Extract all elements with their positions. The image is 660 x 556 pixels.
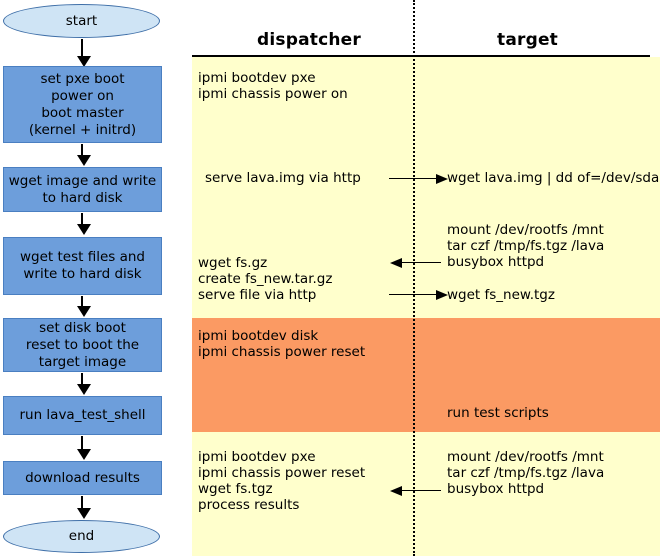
dispatcher-text-collect-rootfs: wget fs.gz create fs_new.tar.gz serve fi…	[198, 255, 333, 303]
target-text-run-tests: run test scripts	[447, 405, 549, 421]
column-header-target: target	[497, 30, 559, 50]
flow-connector-set-pxe-boot-to-wget-image	[76, 144, 91, 166]
flow-node-start[interactable]: start	[3, 4, 160, 38]
arrow-left-results	[390, 486, 441, 496]
flow-connector-start-to-set-pxe-boot	[76, 39, 91, 67]
dispatcher-text-serve-image: serve lava.img via http	[205, 170, 361, 186]
flow-node-wget-test-files[interactable]: wget test files and write to hard disk	[3, 237, 162, 295]
flow-node-wget-image[interactable]: wget image and write to hard disk	[3, 167, 162, 212]
flow-connector-set-disk-boot-to-run-lava	[76, 373, 91, 395]
flow-node-set-disk-boot[interactable]: set disk boot reset to boot the target i…	[3, 318, 162, 372]
flow-node-download-results[interactable]: download results	[3, 461, 162, 495]
target-text-wget-fs-new: wget fs_new.tgz	[447, 287, 555, 303]
sequence-panel	[192, 57, 660, 556]
target-text-results-collect: mount /dev/rootfs /mnt tar czf /tmp/fs.t…	[447, 449, 605, 497]
arrow-right-serve-fs-new	[389, 290, 448, 300]
dispatcher-target-divider	[413, 0, 415, 556]
sequence-header-rule	[192, 55, 650, 57]
highlight-band	[192, 318, 660, 432]
flow-connector-wget-test-to-set-disk-boot	[76, 296, 91, 317]
flow-connector-wget-image-to-wget-test	[76, 213, 91, 235]
dispatcher-text-results: ipmi bootdev pxe ipmi chassis power rese…	[198, 449, 366, 513]
target-text-collect-rootfs: mount /dev/rootfs /mnt tar czf /tmp/fs.t…	[447, 222, 605, 270]
dispatcher-text-disk-boot: ipmi bootdev disk ipmi chassis power res…	[198, 328, 366, 360]
dispatcher-text-power-on: ipmi bootdev pxe ipmi chassis power on	[198, 70, 348, 102]
arrow-left-collect-rootfs	[390, 258, 441, 268]
flow-connector-download-to-end	[76, 496, 91, 519]
flow-node-run-lava-test-shell[interactable]: run lava_test_shell	[3, 396, 162, 435]
flow-node-end[interactable]: end	[3, 520, 160, 553]
flow-node-set-pxe-boot[interactable]: set pxe boot power on boot master (kerne…	[3, 66, 162, 143]
arrow-right-serve-image	[389, 174, 448, 184]
target-text-wget-image: wget lava.img | dd of=/dev/sda	[447, 170, 660, 186]
column-header-dispatcher: dispatcher	[257, 30, 361, 50]
flow-connector-run-lava-to-download	[76, 436, 91, 460]
